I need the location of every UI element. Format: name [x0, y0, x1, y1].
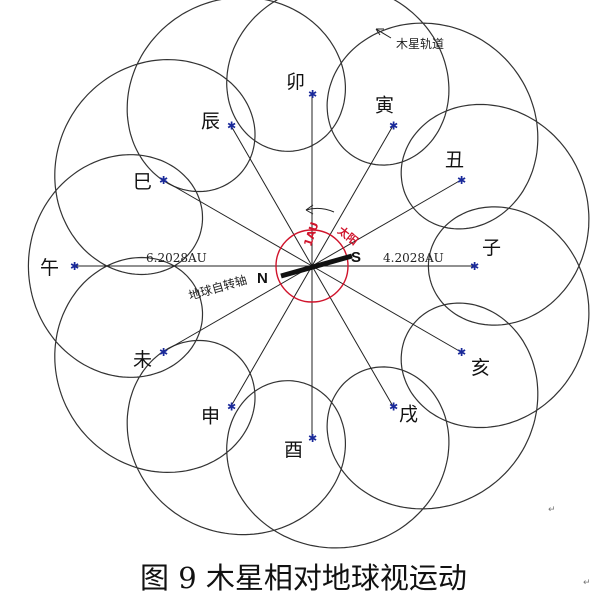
distance-right-label: 4.2028AU	[383, 251, 444, 265]
branch-label-chen: 辰	[201, 111, 220, 133]
branch-label-wu: 午	[40, 257, 59, 279]
branch-label-shen: 申	[201, 405, 220, 427]
branch-label-you: 酉	[284, 439, 303, 461]
sun-label: 太阳	[334, 223, 361, 248]
jupiter-marker-zi: ✱	[470, 260, 479, 273]
sight-line-shen	[230, 265, 313, 407]
jupiter-markers: ✱ ✱ ✱ ✱ ✱ ✱ ✱ ✱ ✱ ✱ ✱ ✱	[70, 88, 479, 445]
jupiter-marker-xu: ✱	[389, 400, 398, 413]
earth-axis-line	[280, 253, 353, 279]
earth-orbit-circle	[275, 229, 349, 303]
sight-line-si	[162, 179, 313, 267]
paragraph-mark: ↵	[583, 578, 591, 588]
rotation-arrow	[305, 207, 335, 213]
jupiter-marker-hai: ✱	[457, 346, 466, 359]
branch-label-si: 巳	[133, 171, 152, 193]
sight-line-chen	[230, 125, 313, 267]
figure-caption: 图 9 木星相对地球视运动	[140, 561, 467, 595]
rotation-arrow-head	[305, 204, 314, 215]
branch-label-xu: 戌	[399, 403, 418, 425]
jupiter-marker-you: ✱	[308, 432, 317, 445]
sight-line-chou	[311, 179, 462, 267]
axis-label: 地球自转轴	[187, 272, 249, 303]
paragraph-mark-2: ↵	[548, 505, 556, 515]
jupiter-marker-chen: ✱	[227, 120, 236, 133]
jupiter-marker-chou: ✱	[457, 174, 466, 187]
orbit-label-arrow	[375, 28, 392, 39]
branch-label-hai: 亥	[471, 357, 490, 379]
sight-line-xu	[311, 265, 394, 407]
jupiter-marker-shen: ✱	[227, 400, 236, 413]
branch-label-mao: 卯	[286, 71, 305, 93]
sight-line-hai	[311, 265, 462, 353]
branch-label-yin: 寅	[375, 95, 394, 117]
branch-label-zi: 子	[482, 237, 501, 259]
one-au-label: 1AU	[301, 220, 321, 248]
jupiter-marker-mao: ✱	[308, 88, 317, 101]
jupiter-orbit-path	[27, 0, 590, 549]
branch-label-wei: 未	[133, 349, 152, 371]
jupiter-marker-wei: ✱	[159, 346, 168, 359]
distance-left-label: 6.2028AU	[146, 251, 207, 265]
jupiter-marker-wu: ✱	[70, 260, 79, 273]
sight-lines	[74, 94, 474, 438]
north-label: N	[257, 270, 268, 287]
jupiter-marker-yin: ✱	[389, 120, 398, 133]
branch-label-chou: 丑	[445, 149, 464, 171]
sight-line-yin	[311, 125, 394, 267]
south-label: S	[351, 249, 361, 266]
jupiter-marker-si: ✱	[159, 174, 168, 187]
orbit-label: 木星轨道	[396, 37, 444, 51]
sight-line-wei	[162, 265, 313, 353]
